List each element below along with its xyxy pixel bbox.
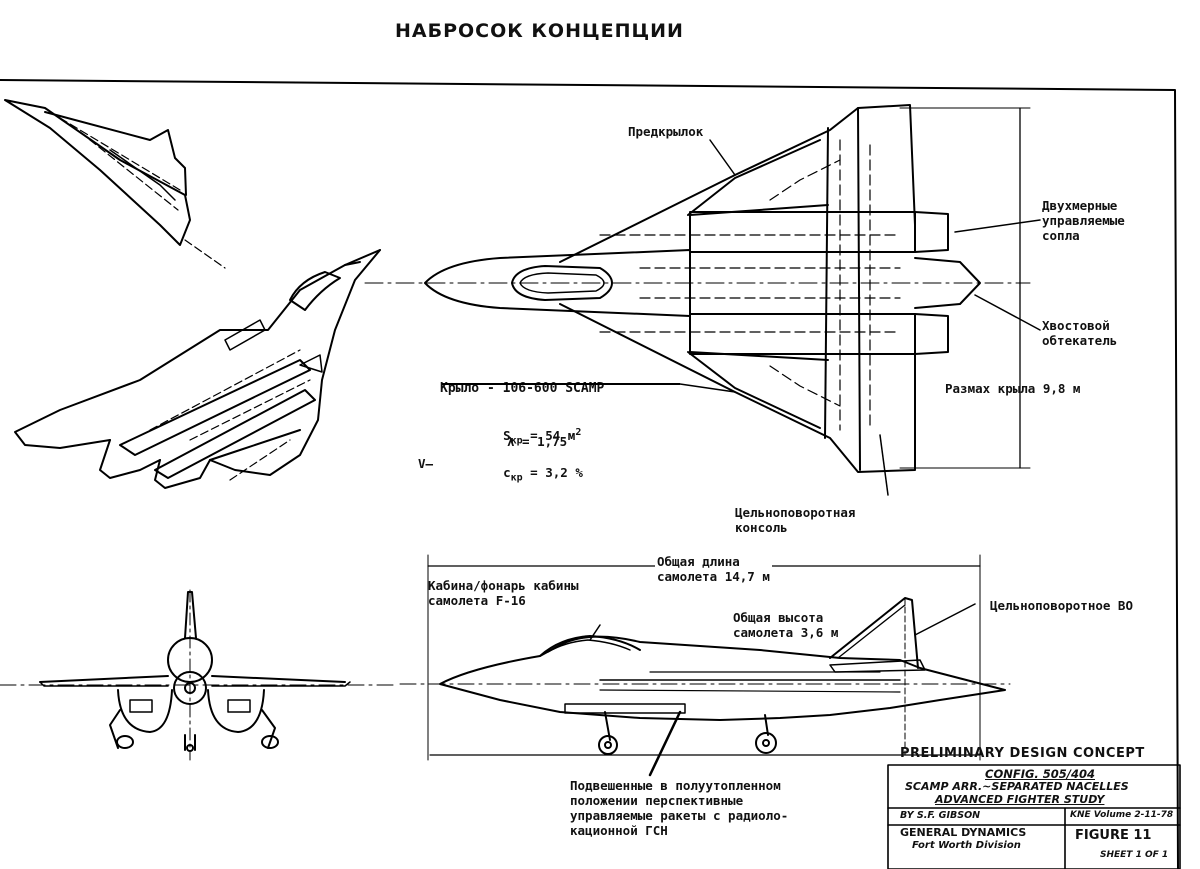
wing-area-superscript: 2 [575,427,582,438]
top-view [364,104,1041,496]
title-block-company: GENERAL DYNAMICS [900,826,1027,839]
wing-area: Sкр = 54 м2 [488,410,581,449]
thickness-subscript: кр [510,472,523,484]
label-missiles: Подвешенные в полуутопленном положении п… [570,778,789,838]
thickness-symbol: c [503,465,511,480]
iso-view-large [14,249,381,489]
label-slat: Предкрылок [628,124,704,139]
wing-area-subscript: кр [510,435,523,447]
title-block-sheet: SHEET 1 OF 1 [1100,850,1169,860]
thickness-ratio: cкр = 3,2 % [488,450,583,486]
title-block-division: Fort Worth Division [912,840,1021,851]
aspect-ratio: λ = 1,75 [507,434,568,449]
title-block-figure: FIGURE 11 [1075,828,1152,843]
thickness-value: = 3,2 % [522,465,583,480]
wing-title-underline [442,382,680,385]
label-overall-height: Общая высота самолета 3,6 м [733,610,839,640]
v-axis-marker: V— [418,456,434,471]
wing-area-value: = 54 м [522,428,576,444]
sheet-frame [0,79,1179,869]
title-block-date: KNE Volume 2-11-78 [1070,810,1174,820]
title-block-line2: ADVANCED FIGHTER STUDY [935,793,1105,806]
label-tail-fairing: Хвостовой обтекатель [1042,318,1118,348]
page-title: НАБРОСОК КОНЦЕПЦИИ [395,20,684,42]
title-block-config: CONFIG. 505/404 [985,767,1095,781]
label-nozzles: Двухмерные управляемые сопла [1042,198,1125,243]
front-view [0,589,396,761]
title-block-line1: SCAMP ARR.~SEPARATED NACELLES [905,780,1129,793]
iso-view-small [4,99,226,269]
title-block-author: BY S.F. GIBSON [900,810,981,821]
label-pivot-tip: Цельноповоротная консоль [735,505,856,535]
wing-area-symbol: S [503,428,511,444]
title-block-frame [887,764,1181,869]
label-vertical-tail: Цельноповоротное ВО [990,598,1133,613]
label-wingspan: Размах крыла 9,8 м [945,381,1081,396]
label-canopy: Кабина/фонарь кабины самолета F-16 [428,578,579,608]
title-block-heading: PRELIMINARY DESIGN CONCEPT [900,746,1145,761]
label-overall-length: Общая длина самолета 14,7 м [655,554,772,584]
